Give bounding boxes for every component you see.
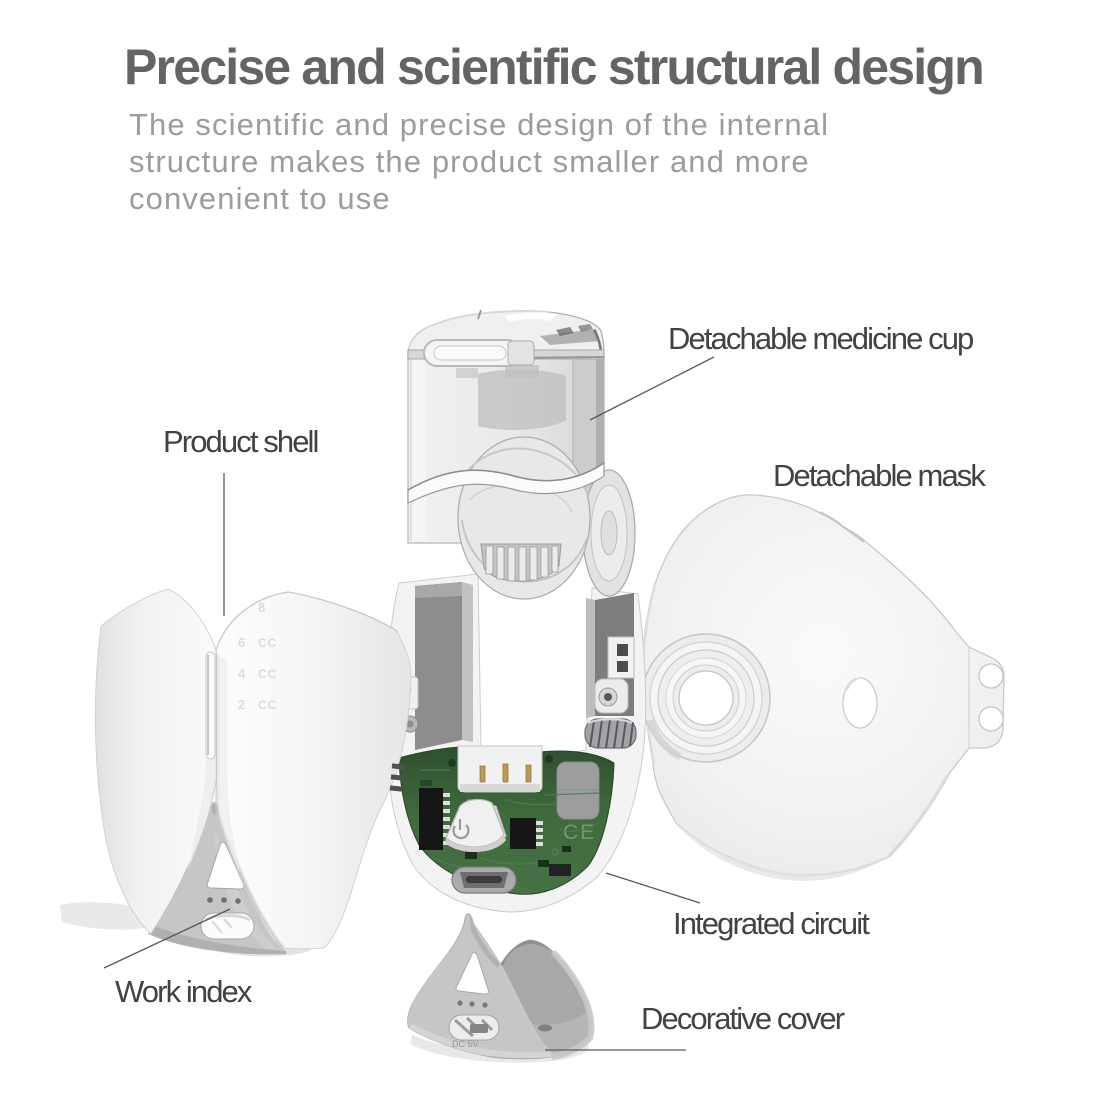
- svg-text:4: 4: [238, 666, 246, 681]
- svg-text:DC 5V: DC 5V: [452, 1039, 479, 1049]
- svg-text:CC: CC: [258, 636, 277, 650]
- svg-text:CC: CC: [258, 698, 277, 712]
- svg-text:2: 2: [238, 697, 245, 712]
- svg-text:CE: CE: [563, 821, 596, 844]
- svg-text:CC: CC: [258, 667, 277, 681]
- svg-text:8: 8: [258, 600, 265, 615]
- svg-text:6: 6: [238, 635, 245, 650]
